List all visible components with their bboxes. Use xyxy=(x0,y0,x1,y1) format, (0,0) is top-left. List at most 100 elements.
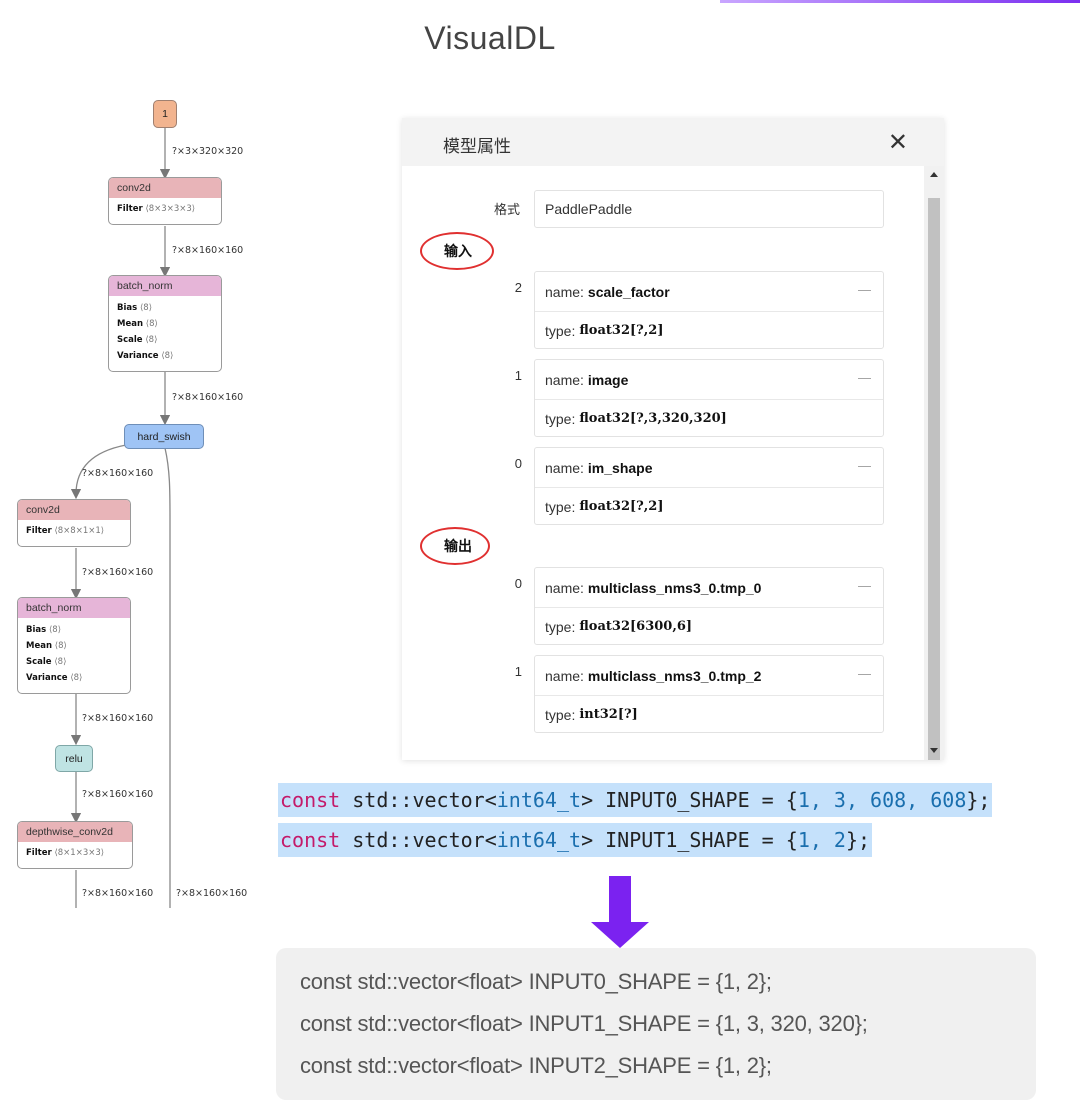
attr-value: ⟨8⟩ xyxy=(54,641,67,651)
edge-label: ?×8×160×160 xyxy=(82,789,154,800)
attr-value: ⟨8⟩ xyxy=(139,303,153,313)
format-label: 格式 xyxy=(494,202,521,217)
name-row: name: image xyxy=(535,360,883,400)
code-text: std::vector< xyxy=(340,828,497,852)
close-icon[interactable]: ✕ xyxy=(887,129,908,156)
attr-key: Variance xyxy=(117,351,159,361)
dialog-title: 模型属性 xyxy=(443,137,511,156)
output-type: int32[?] xyxy=(579,707,638,722)
attr-value: ⟨8×3×3×3⟩ xyxy=(145,204,196,214)
more-menu-icon[interactable]: — xyxy=(858,578,871,593)
graph-edges xyxy=(70,128,171,908)
result-code-line: const std::vector<float> INPUT1_SHAPE = … xyxy=(300,1011,868,1036)
attr-key: Variance xyxy=(26,673,68,683)
name-row: name: multiclass_nms3_0.tmp_2 xyxy=(535,656,883,696)
name-prefix: name: xyxy=(545,283,584,300)
edge xyxy=(70,444,127,500)
down-arrow-head xyxy=(591,922,649,948)
model-graph: 1 ?×3×320×320 conv2d Filter ⟨8×3×3×3⟩ ?×… xyxy=(0,90,270,920)
type-prefix: type: xyxy=(545,618,576,635)
input-card[interactable]: name: scale_factor — type: float32[?,2] xyxy=(534,271,884,349)
input-node[interactable]: 1 xyxy=(153,100,177,128)
scrollbar-thumb[interactable] xyxy=(928,198,940,760)
name-row: name: scale_factor xyxy=(535,272,883,312)
code-keyword: const xyxy=(280,788,341,812)
name-row: name: multiclass_nms3_0.tmp_0 xyxy=(535,568,883,608)
attr-value: ⟨8⟩ xyxy=(145,335,158,345)
code-line-1: const std::vector<int64_t> INPUT0_SHAPE … xyxy=(278,783,993,817)
type-row: type: float32[?,3,320,320] xyxy=(535,399,883,438)
code-text: > INPUT1_SHAPE = { xyxy=(581,828,798,852)
result-code-line: const std::vector<float> INPUT2_SHAPE = … xyxy=(300,1053,772,1078)
output-name: multiclass_nms3_0.tmp_0 xyxy=(587,579,762,596)
output-index: 1 xyxy=(514,664,522,679)
down-arrow-icon xyxy=(609,876,631,926)
attr-value: ⟨8⟩ xyxy=(161,351,174,361)
input-type: float32[?,2] xyxy=(579,323,664,338)
attr-value: ⟨8×8×1×1⟩ xyxy=(54,526,105,536)
attr-key: Mean xyxy=(117,319,144,329)
code-text: }; xyxy=(845,828,871,852)
depthwise-conv2d-node[interactable]: depthwise_conv2d Filter ⟨8×1×3×3⟩ xyxy=(17,821,133,869)
code-type: int64_t xyxy=(496,788,582,812)
edge xyxy=(164,447,171,908)
conv2d-node[interactable]: conv2d Filter ⟨8×8×1×1⟩ xyxy=(17,499,131,547)
more-menu-icon[interactable]: — xyxy=(858,458,871,473)
attr-key: Mean xyxy=(26,641,53,651)
batch-norm-node[interactable]: batch_norm Bias ⟨8⟩ Mean ⟨8⟩ Scale ⟨8⟩ V… xyxy=(108,275,222,372)
name-prefix: name: xyxy=(545,371,584,388)
vertical-scrollbar[interactable] xyxy=(924,166,944,760)
output-name: multiclass_nms3_0.tmp_2 xyxy=(587,667,762,684)
node-attrs: Filter ⟨8×3×3×3⟩ xyxy=(109,198,221,221)
attr-key: Scale xyxy=(26,657,52,667)
depthwise-conv2d-node-title: depthwise_conv2d xyxy=(18,822,132,842)
edge-label: ?×8×160×160 xyxy=(82,468,154,479)
code-numbers: 1, 2 xyxy=(797,828,846,852)
code-keyword: const xyxy=(280,828,341,852)
input-name: image xyxy=(587,371,629,388)
code-line-2: const std::vector<int64_t> INPUT1_SHAPE … xyxy=(278,823,873,857)
more-menu-icon[interactable]: — xyxy=(858,282,871,297)
code-text: }; xyxy=(966,788,991,812)
more-menu-icon[interactable]: — xyxy=(858,370,871,385)
input-name: im_shape xyxy=(587,459,653,476)
attr-key: Filter xyxy=(117,204,143,214)
batch-norm-node[interactable]: batch_norm Bias ⟨8⟩ Mean ⟨8⟩ Scale ⟨8⟩ V… xyxy=(17,597,131,694)
more-menu-icon[interactable]: — xyxy=(858,666,871,681)
attr-key: Filter xyxy=(26,526,52,536)
input-index: 2 xyxy=(514,280,522,295)
conv2d-node[interactable]: conv2d Filter ⟨8×3×3×3⟩ xyxy=(108,177,222,225)
name-prefix: name: xyxy=(545,667,584,684)
scroll-up-icon[interactable] xyxy=(930,172,938,177)
name-prefix: name: xyxy=(545,459,584,476)
edge-label: ?×8×160×160 xyxy=(172,392,244,403)
input-node-label: 1 xyxy=(162,108,168,120)
hard-swish-node[interactable]: hard_swish xyxy=(124,424,204,449)
edge-label: ?×8×160×160 xyxy=(82,713,154,724)
batch-norm-node-title: batch_norm xyxy=(18,598,130,618)
edge-label: ?×8×160×160 xyxy=(172,245,244,256)
relu-node-label: relu xyxy=(65,752,83,765)
attr-key: Scale xyxy=(117,335,143,345)
code-type: int64_t xyxy=(496,828,582,852)
node-attrs: Filter ⟨8×1×3×3⟩ xyxy=(18,842,132,865)
scroll-down-icon[interactable] xyxy=(930,748,938,753)
input-index: 0 xyxy=(514,456,522,471)
relu-node[interactable]: relu xyxy=(55,745,93,772)
input-card[interactable]: name: image — type: float32[?,3,320,320] xyxy=(534,359,884,437)
output-card[interactable]: name: multiclass_nms3_0.tmp_0 — type: fl… xyxy=(534,567,884,645)
input-type: float32[?,3,320,320] xyxy=(579,411,727,426)
attr-value: ⟨8⟩ xyxy=(145,319,158,329)
edge-label: ?×3×320×320 xyxy=(172,146,244,157)
format-value: PaddlePaddle xyxy=(545,201,633,217)
hard-swish-node-label: hard_swish xyxy=(137,430,191,443)
node-attrs: Bias ⟨8⟩ Mean ⟨8⟩ Scale ⟨8⟩ Variance ⟨8⟩ xyxy=(109,296,221,369)
attr-value: ⟨8⟩ xyxy=(48,625,62,635)
type-prefix: type: xyxy=(545,706,576,723)
page-title: VisualDL xyxy=(424,20,556,56)
type-row: type: int32[?] xyxy=(535,695,883,734)
name-row: name: im_shape xyxy=(535,448,883,488)
type-prefix: type: xyxy=(545,322,576,339)
input-card[interactable]: name: im_shape — type: float32[?,2] xyxy=(534,447,884,525)
output-card[interactable]: name: multiclass_nms3_0.tmp_2 — type: in… xyxy=(534,655,884,733)
